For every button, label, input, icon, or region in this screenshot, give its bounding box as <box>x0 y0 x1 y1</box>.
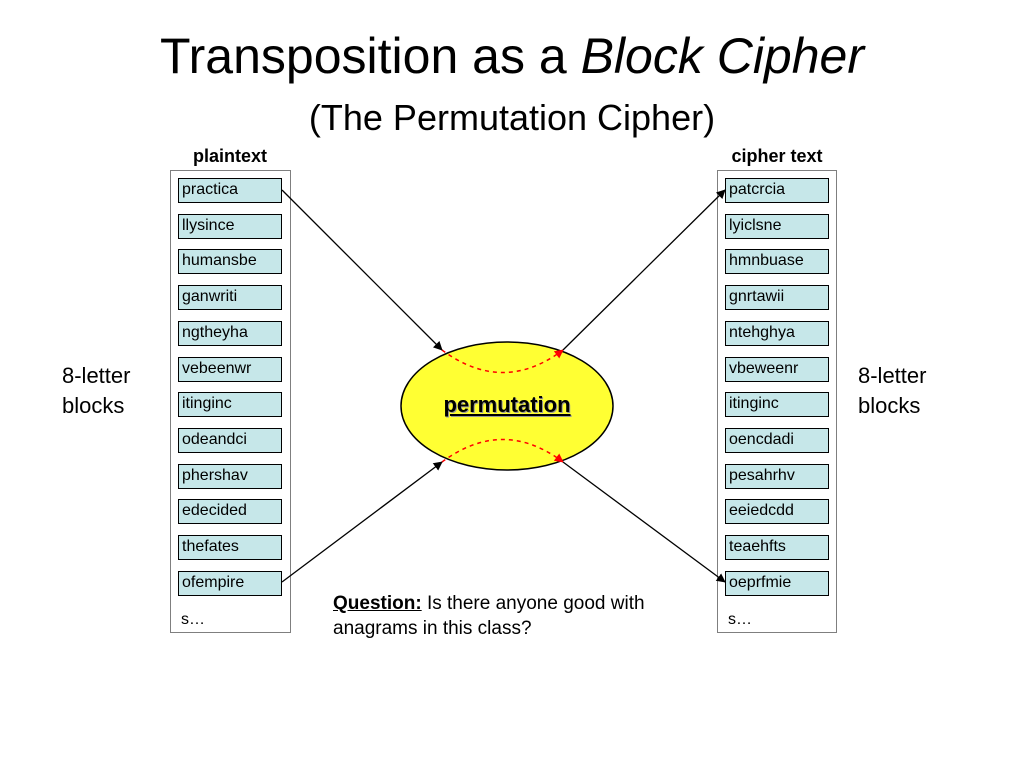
ciphertext-block: itinginc <box>725 392 829 418</box>
slide-subtitle: (The Permutation Cipher) <box>308 97 716 138</box>
arrow-first-block-in <box>281 189 443 351</box>
plaintext-block: llysince <box>178 213 282 239</box>
arrow-last-block-in <box>281 461 443 583</box>
title-emphasis: Block Cipher <box>580 28 865 84</box>
plaintext-block: ofempire <box>178 570 282 596</box>
ciphertext-block: pesahrhv <box>725 463 829 489</box>
upper-dashed-arc <box>441 349 564 374</box>
ciphertext-block: hmnbuase <box>725 249 829 275</box>
plaintext-block: ganwriti <box>178 285 282 311</box>
question-body: Is there anyone good with anagrams in th… <box>333 593 645 639</box>
permutation-label: permutation <box>443 392 571 417</box>
arrow-first-block-out <box>562 189 726 351</box>
plaintext-block: humansbe <box>178 249 282 275</box>
left-label-line-1: 8-letter <box>62 363 131 388</box>
plaintext-block: thefates <box>178 535 282 560</box>
question-text: Question: Is there anyone good with anag… <box>333 591 673 641</box>
ciphertext-block: gnrtawii <box>725 285 829 311</box>
arrow-last-block-out <box>562 461 726 583</box>
question-lead: Question: <box>333 593 422 614</box>
left-block-label: 8-letter blocks <box>62 361 130 421</box>
ciphertext-block: eeiedcdd <box>725 499 829 525</box>
ciphertext-block: lyiclsne <box>725 213 829 239</box>
plaintext-block: vebeenwr <box>178 356 282 382</box>
ciphertext-block: vbeweenr <box>725 356 829 382</box>
ciphertext-block: oencdadi <box>725 427 829 453</box>
plaintext-header: plaintext <box>192 146 267 166</box>
plaintext-block: odeandci <box>178 427 282 453</box>
right-block-label: 8-letter blocks <box>858 361 926 421</box>
right-label-line-2: blocks <box>858 393 921 418</box>
ciphertext-block: ntehghya <box>725 320 829 346</box>
ciphertext-block: patcrcia <box>725 178 829 203</box>
ciphertext-block: teaehfts <box>725 535 829 560</box>
ciphertext-block: oeprfmie <box>725 570 829 596</box>
plaintext-block: practica <box>178 178 282 203</box>
plaintext-block: ngtheyha <box>178 320 282 346</box>
plaintext-block: edecided <box>178 499 282 525</box>
title-main: Transposition as a <box>159 28 581 84</box>
lower-dashed-arc <box>441 438 564 463</box>
left-label-line-2: blocks <box>62 393 125 418</box>
ciphertext-header: cipher text <box>731 146 823 166</box>
slide-title: Transposition as a Block Cipher <box>0 26 1024 86</box>
right-label-line-1: 8-letter <box>858 363 927 388</box>
plaintext-tail: s… <box>181 611 205 628</box>
plaintext-block: phershav <box>178 463 282 489</box>
plaintext-block: itinginc <box>178 392 282 418</box>
permutation-ellipse <box>400 341 614 471</box>
ciphertext-tail: s… <box>728 611 752 628</box>
